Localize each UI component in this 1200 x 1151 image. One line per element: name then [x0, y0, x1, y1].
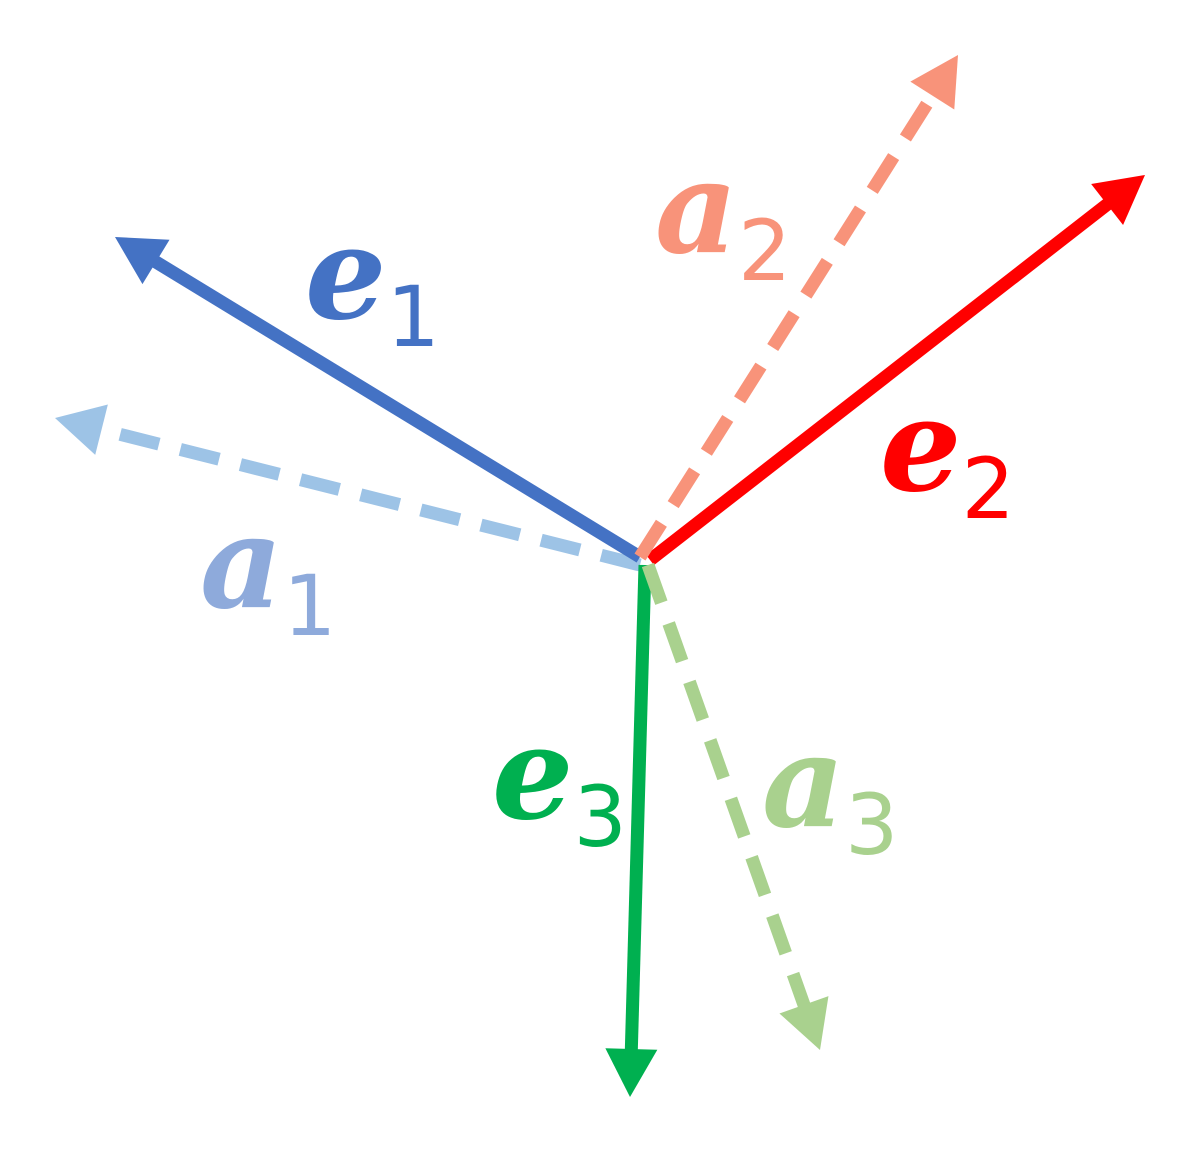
vector-e2 [646, 175, 1145, 566]
vector-a3-arrowhead [779, 996, 829, 1050]
vector-a2-arrowhead [910, 55, 958, 110]
vector-e3-shaft [624, 564, 652, 1054]
label-a3: a3 [762, 707, 898, 874]
vector-e2-arrowhead [1091, 175, 1145, 225]
label-a1: a1 [200, 488, 336, 655]
arrows-layer [55, 55, 1145, 1097]
label-a1-subscript: 1 [283, 557, 336, 655]
vector-a1-shaft [96, 422, 642, 572]
label-e1: e1 [305, 199, 440, 366]
vector-e1-shaft [149, 254, 644, 563]
vector-e3 [605, 564, 658, 1097]
vector-a3-shaft [641, 562, 812, 1011]
vector-a1-arrowhead [55, 404, 108, 455]
label-e2-symbol: e [880, 371, 961, 521]
vector-e1-arrowhead [115, 237, 170, 285]
label-e3-symbol: e [492, 699, 573, 849]
label-a2: a2 [655, 133, 791, 300]
vector-a2-shaft [634, 88, 940, 561]
label-e1-symbol: e [305, 199, 386, 349]
label-e3: e3 [492, 699, 627, 866]
vector-a1 [55, 404, 642, 572]
vector-e1 [115, 237, 644, 563]
label-a1-symbol: a [200, 488, 283, 638]
label-a3-symbol: a [762, 707, 845, 857]
vector-a3 [641, 562, 829, 1050]
vector-e3-arrowhead [605, 1048, 658, 1097]
vector-a2 [634, 55, 958, 561]
label-e2-subscript: 2 [961, 440, 1014, 538]
label-e2: e2 [880, 371, 1015, 538]
label-e3-subscript: 3 [573, 768, 626, 866]
label-e1-subscript: 1 [386, 268, 439, 366]
label-a2-subscript: 2 [738, 202, 791, 300]
label-a3-subscript: 3 [845, 776, 898, 874]
vector-e2-shaft [646, 196, 1115, 566]
label-a2-symbol: a [655, 133, 738, 283]
